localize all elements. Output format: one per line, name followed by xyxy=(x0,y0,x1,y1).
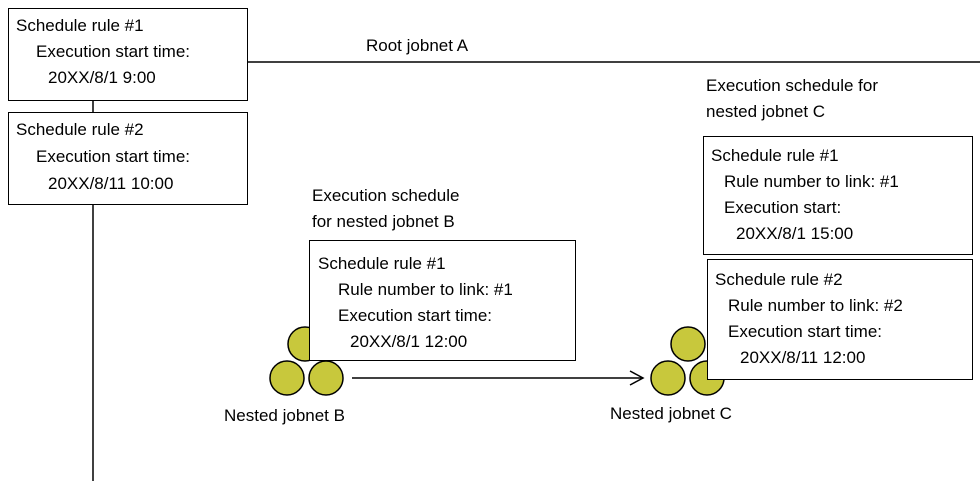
nested-c-rule-1-line2: 20XX/8/1 15:00 xyxy=(736,224,854,243)
nested-c-caption-line1: Execution schedule for xyxy=(706,76,878,95)
nested-b-rule-line2: 20XX/8/1 12:00 xyxy=(350,332,468,351)
nested-c-rule-2-line1: Execution start time: xyxy=(728,322,883,341)
root-schedule-rule-1 xyxy=(8,8,248,101)
nested-b-rule-line1: Execution start time: xyxy=(338,306,493,325)
root-rule-1-line2: 20XX/8/1 9:00 xyxy=(48,68,156,87)
root-rule-1-title: Schedule rule #1 xyxy=(16,16,144,35)
nested-c-rule-2-title: Schedule rule #2 xyxy=(715,270,843,289)
nested-b-label: Nested jobnet B xyxy=(224,406,345,425)
nested-b-rule-link: Rule number to link: #1 xyxy=(338,280,513,299)
root-rule-1-line1: Execution start time: xyxy=(36,42,191,61)
nested-b-caption-line2: for nested jobnet B xyxy=(312,212,455,231)
nested-c-schedule-rule-2 xyxy=(707,259,973,380)
nested-jobnet-b-icon xyxy=(269,326,344,396)
nested-c-rule-1-link: Rule number to link: #1 xyxy=(724,172,899,191)
nested-b-schedule-rule-1 xyxy=(309,240,576,361)
nested-c-schedule-rule-1 xyxy=(703,136,973,255)
arrow-head xyxy=(629,370,645,386)
nested-b-rule-title: Schedule rule #1 xyxy=(318,254,446,273)
nested-c-rule-1-title: Schedule rule #1 xyxy=(711,146,839,165)
root-rule-2-title: Schedule rule #2 xyxy=(16,120,144,139)
root-rule-2-line1: Execution start time: xyxy=(36,147,191,166)
nested-b-caption-line1: Execution schedule xyxy=(312,186,460,205)
nested-c-caption-line2: nested jobnet C xyxy=(706,102,826,121)
nested-c-rule-2-link: Rule number to link: #2 xyxy=(728,296,903,315)
nested-c-label: Nested jobnet C xyxy=(610,404,732,423)
nested-c-rule-2-line2: 20XX/8/11 12:00 xyxy=(740,348,866,367)
root-schedule-rule-2 xyxy=(8,112,248,205)
root-jobnet-label: Root jobnet A xyxy=(366,36,469,55)
root-rule-2-line2: 20XX/8/11 10:00 xyxy=(48,174,174,193)
nested-c-rule-1-line1: Execution start: xyxy=(724,198,842,217)
